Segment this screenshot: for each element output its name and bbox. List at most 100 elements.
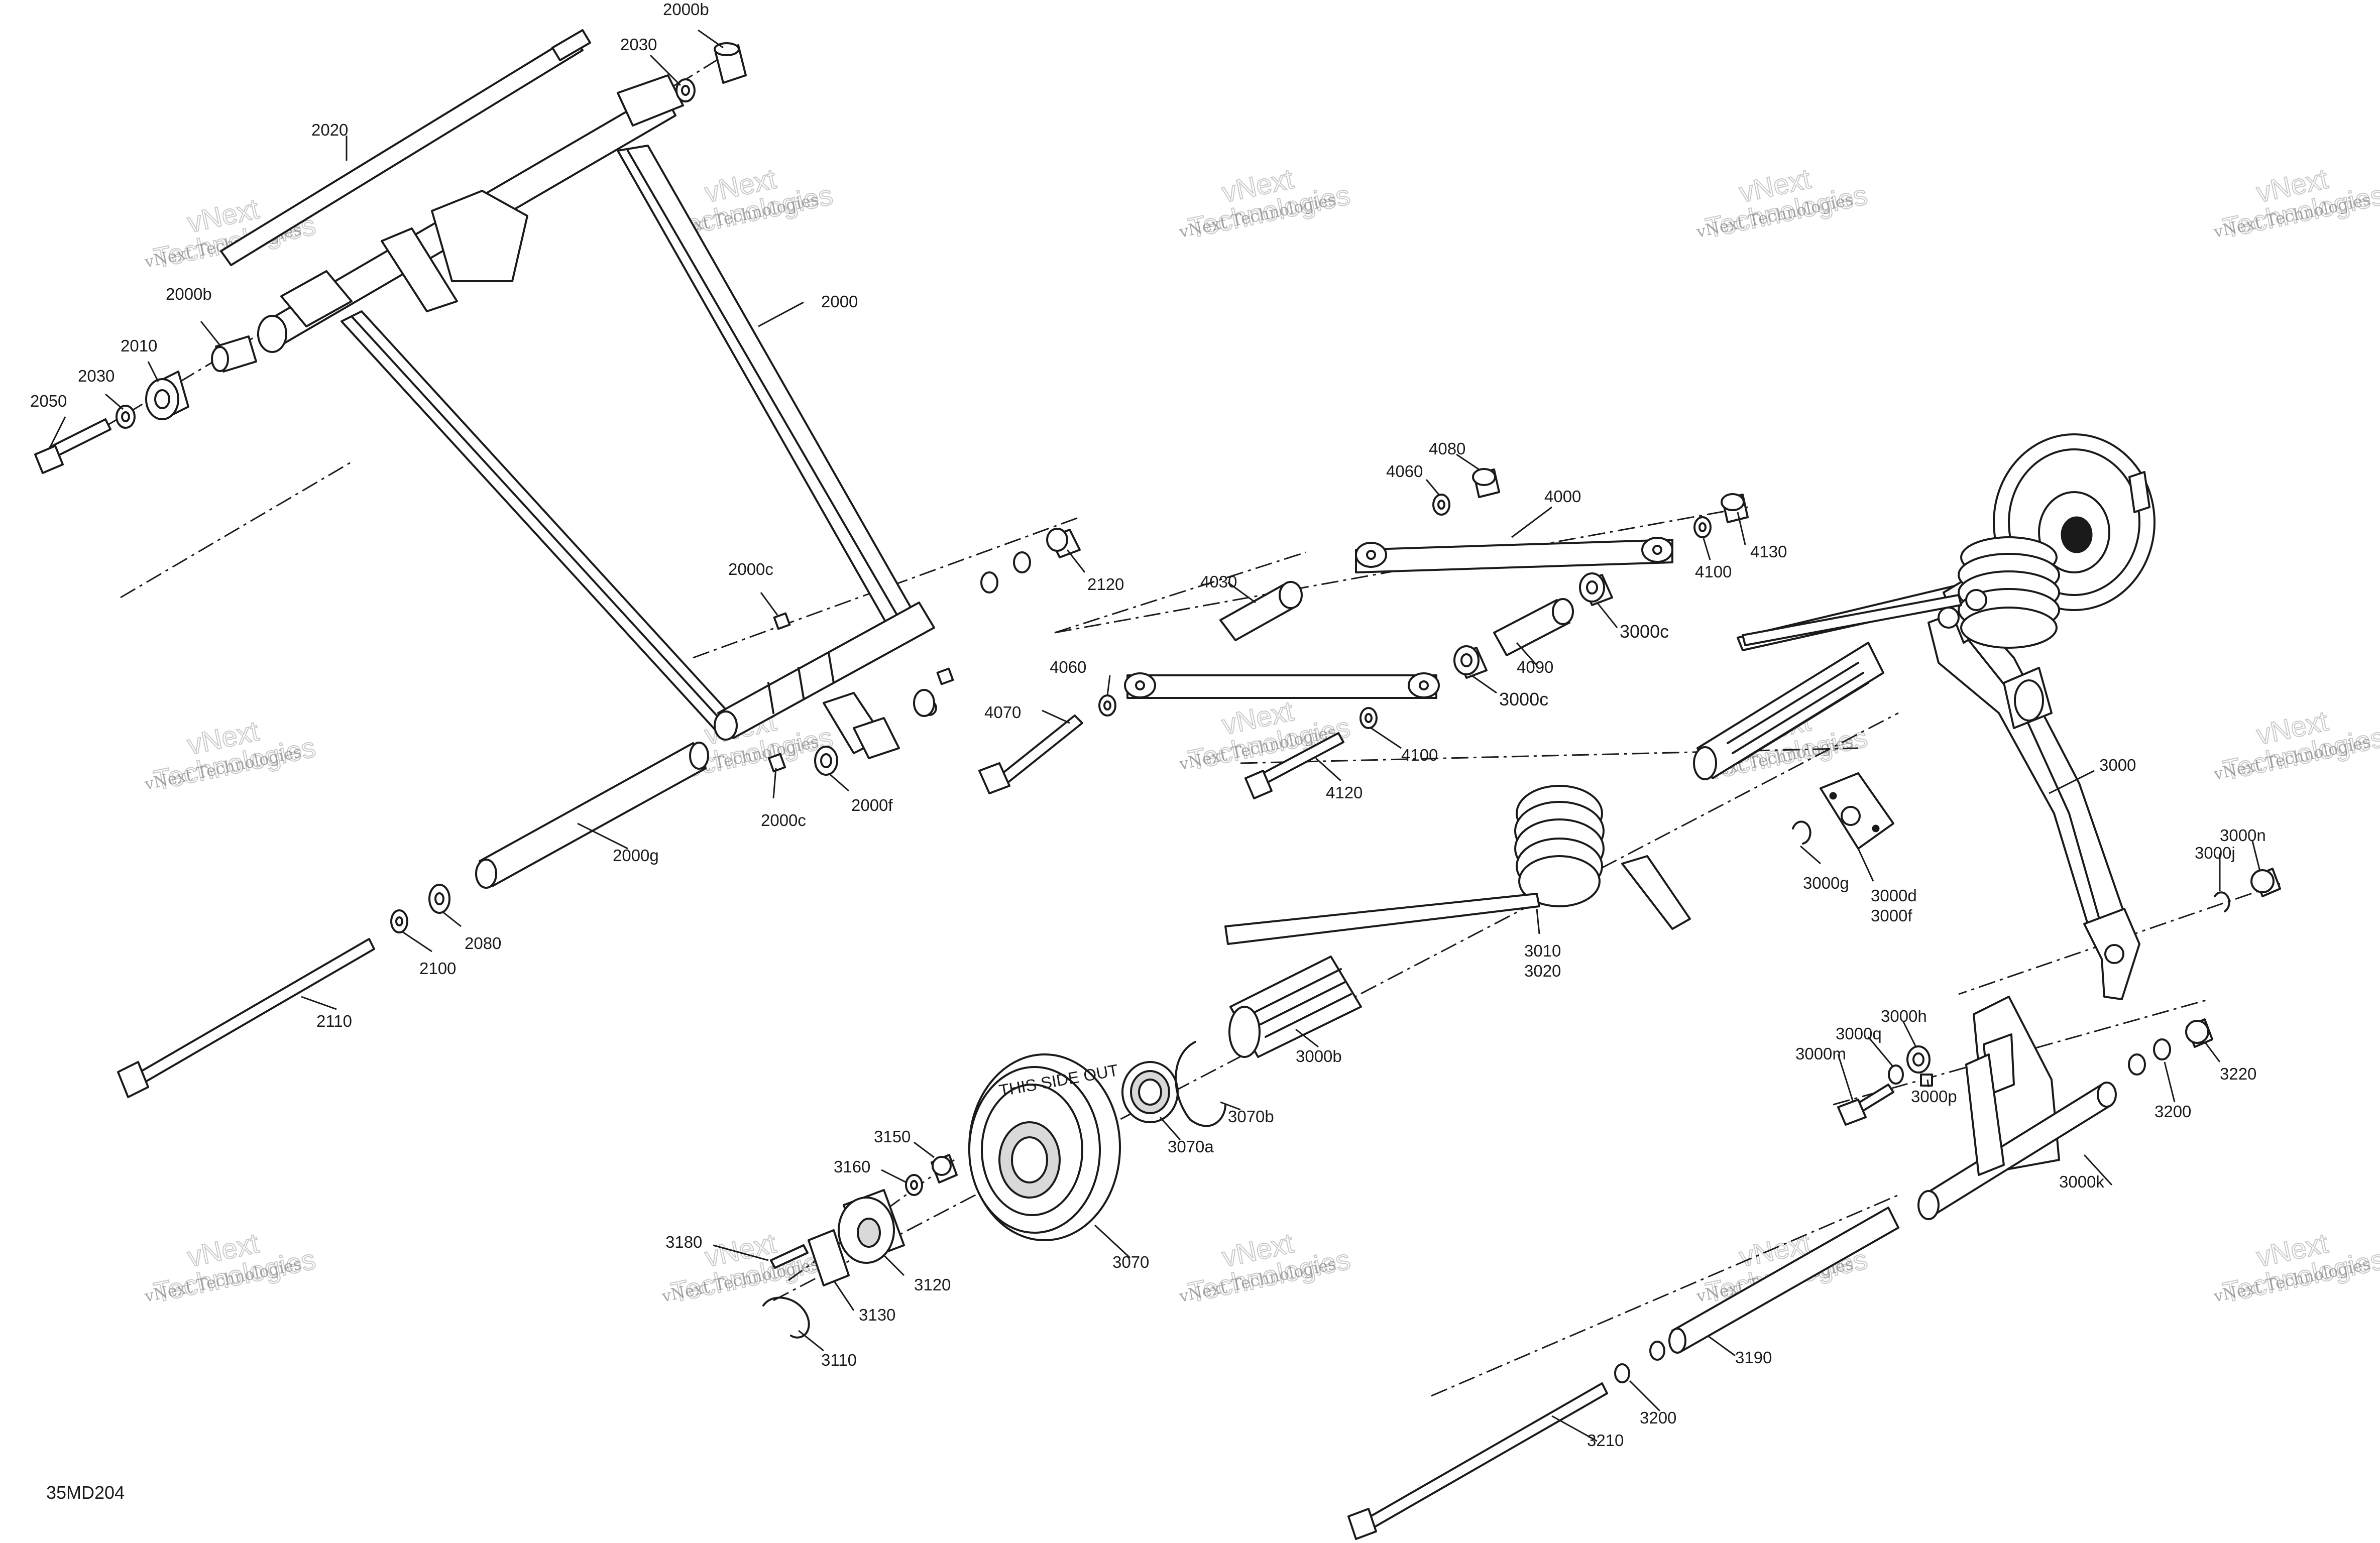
callout-2000b: 2000b [166, 285, 212, 303]
part-4060-washer-top [1432, 494, 1450, 516]
part-3000c-bushing-lower [1453, 645, 1488, 679]
callout-3020: 3020 [1524, 962, 1561, 980]
callout-3000f: 3000f [1871, 906, 1912, 925]
part-3210-bolt [1347, 1382, 1608, 1540]
callout-2050: 2050 [30, 392, 67, 410]
callout-3220: 3220 [2220, 1064, 2256, 1083]
part-3010-3020-spring [1224, 785, 1691, 945]
part-3220-nut [2185, 1018, 2213, 1048]
part-4000-upper-link [1355, 537, 1673, 573]
callout-3000n: 3000n [2220, 826, 2266, 845]
callout-2000f: 2000f [851, 796, 893, 814]
part-3180-screw [770, 1244, 809, 1269]
callout-2100: 2100 [419, 959, 456, 978]
part-2030-washer-top [675, 78, 696, 102]
part-3000h-bushing [1906, 1045, 1931, 1074]
callout-2000b: 2000b [663, 0, 709, 19]
callout-4100: 4100 [1695, 562, 1732, 581]
callout-2000: 2000 [821, 292, 858, 311]
callout-2010: 2010 [121, 336, 157, 355]
part-3000n-nut [2250, 868, 2281, 897]
part-4030-spacer [1219, 581, 1303, 641]
callout-2000g: 2000g [613, 846, 659, 865]
part-4060-washer-mid [1098, 694, 1116, 717]
part-3200-washer-right [2128, 1038, 2171, 1076]
callout-3000k: 3000k [2059, 1172, 2104, 1191]
part-4080-nut [1472, 468, 1500, 498]
callout-2030: 2030 [78, 367, 115, 385]
callout-4070: 4070 [984, 703, 1021, 722]
part-2030-washer-left [116, 405, 136, 429]
part-3000j-clip [2214, 891, 2230, 912]
part-4090-spacer [1493, 598, 1574, 656]
rear-spring-top [1742, 536, 2060, 649]
part-3120-hub [838, 1189, 905, 1264]
part-3160-washer [905, 1174, 923, 1196]
part-3000m-bolt [1837, 1084, 1894, 1126]
callout-2000c: 2000c [761, 811, 806, 829]
watermark: vNext Technologies vNext Technologies [143, 715, 319, 797]
callout-2030: 2030 [620, 35, 657, 54]
part-3110-ring [762, 1296, 810, 1339]
part-3000b-sleeve [1228, 956, 1362, 1058]
callout-4090: 4090 [1517, 658, 1553, 676]
part-3000p-fitting [1920, 1074, 1933, 1087]
callout-3000g: 3000g [1803, 874, 1849, 892]
part-3130-plate [808, 1229, 850, 1286]
callout-3000c: 3000c [1620, 621, 1669, 642]
part-3070b-retaining-ring [1175, 1041, 1226, 1127]
watermark: vNext Technologies vNext Technologies [1177, 162, 1353, 245]
part-4070-bolt [978, 715, 1083, 794]
callout-4130: 4130 [1750, 542, 1787, 561]
callout-3000h: 3000h [1881, 1007, 1927, 1025]
callout-3120: 3120 [914, 1275, 951, 1294]
watermark: vNext Technologies vNext Technologies [1694, 162, 1871, 245]
part-3070-idler-wheel: THIS SIDE OUT [968, 1053, 1121, 1241]
callout-4060: 4060 [1386, 462, 1423, 481]
part-2120-nut-stack [980, 528, 1081, 594]
callout-3070b: 3070b [1228, 1107, 1274, 1126]
callout-labels: 2020 2030 2000b 2000 2000b 2010 2030 205… [30, 0, 2266, 1450]
part-2110-bolt [117, 938, 375, 1098]
part-2100-washer [390, 909, 408, 933]
part-2000b-bushing-left [211, 335, 257, 373]
callout-4120: 4120 [1326, 783, 1363, 802]
part-4100-washer-mid [1359, 707, 1378, 729]
part-3150-nut [931, 1154, 958, 1183]
diagram-reference-code: 35MD204 [46, 1482, 125, 1503]
watermark: vNext Technologies vNext Technologies [143, 1227, 319, 1309]
callout-3180: 3180 [665, 1233, 702, 1251]
part-2020-shaft [220, 29, 591, 266]
front-arm-side-plate [381, 227, 458, 312]
callout-4000: 4000 [1544, 487, 1581, 506]
part-3000k-rear-bracket [1917, 996, 2117, 1220]
front-arm-assembly [257, 74, 937, 759]
part-4100-washer-right [1693, 516, 1712, 538]
part-2050-bolt [34, 418, 111, 474]
part-4120-bolt [1244, 732, 1344, 799]
leader-lines [49, 29, 2261, 1442]
callout-3000j: 3000j [2195, 844, 2235, 862]
callout-3130: 3130 [859, 1305, 895, 1324]
callout-2080: 2080 [465, 934, 501, 953]
part-3000d-3000f-cover [1820, 772, 1894, 850]
part-2000f-bushing [814, 689, 935, 776]
part-3070a-bearing [1121, 1061, 1179, 1123]
callout-3150: 3150 [874, 1127, 911, 1146]
part-3200-washer-bottom [1614, 1341, 1665, 1383]
front-arm-bracket [431, 190, 528, 282]
callout-3000: 3000 [2099, 756, 2136, 774]
callout-3160: 3160 [834, 1157, 870, 1176]
callout-3190: 3190 [1735, 1348, 1772, 1367]
part-4130-nut [1721, 493, 1749, 523]
part-3000q-washer [1888, 1064, 1904, 1085]
callout-3210: 3210 [1587, 1431, 1624, 1450]
part-3190-spacer [1668, 1207, 1899, 1354]
callout-2110: 2110 [316, 1012, 352, 1030]
part-2000g-shaft [475, 742, 709, 889]
callout-3000b: 3000b [1296, 1047, 1342, 1065]
callout-3070a: 3070a [1168, 1137, 1214, 1156]
callout-4030: 4030 [1200, 572, 1237, 591]
callout-4100: 4100 [1401, 746, 1438, 764]
